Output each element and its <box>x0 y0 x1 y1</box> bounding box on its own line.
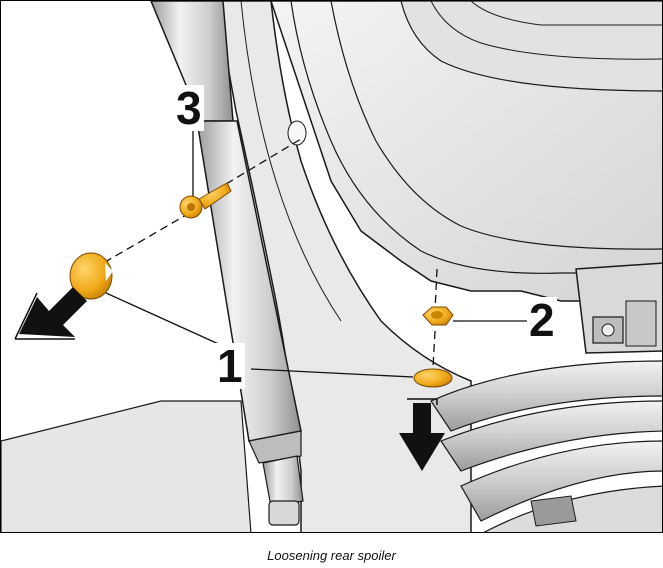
tailgate-frame <box>270 1 662 302</box>
callout-label-2: 2 <box>527 294 557 346</box>
exploded-view-illustration: 1 2 3 <box>0 0 663 533</box>
removal-arrow-down-icon <box>399 398 445 471</box>
leader-lines <box>92 126 527 378</box>
cap-clip-right <box>413 368 453 388</box>
callout-label-1: 1 <box>215 340 245 392</box>
removal-arrow-left-icon <box>14 287 87 340</box>
hex-nut-icon <box>422 306 454 326</box>
gas-strut <box>150 1 304 526</box>
torx-bolt-icon <box>179 182 232 219</box>
lower-trim <box>1 360 662 532</box>
figure-caption: Loosening rear spoiler <box>267 548 396 563</box>
cap-clip-left <box>69 252 113 300</box>
callout-label-3: 3 <box>174 82 204 134</box>
spoiler-bracket <box>575 262 662 354</box>
